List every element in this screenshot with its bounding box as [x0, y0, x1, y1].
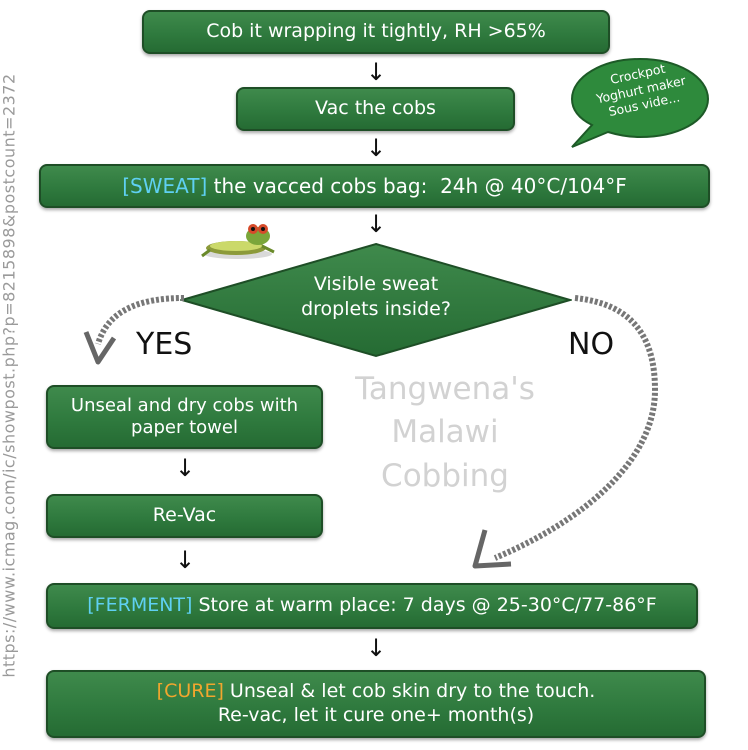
source-url-text: https://www.icmag.com/ic/showpost.php?p=…	[0, 72, 19, 678]
yes-label: YES	[136, 327, 193, 362]
sweat-tag: [SWEAT]	[122, 173, 208, 198]
center-watermark-line3: Cobbing	[381, 457, 509, 494]
step-vac-text: Vac the cobs	[315, 97, 436, 120]
step-vac: Vac the cobs	[236, 87, 515, 131]
frog-icon	[201, 224, 275, 259]
decision-line1: Visible sweat	[313, 273, 439, 295]
no-curved-arrow	[472, 295, 659, 569]
revac-text: Re-Vac	[152, 504, 217, 527]
arrow-down-icon: ↓	[365, 58, 387, 86]
center-watermark: Tangwena's Malawi Cobbing	[345, 368, 545, 498]
step-sweat: [SWEAT] the vacced cobs bag: 24h @ 40°C/…	[39, 164, 710, 208]
arrow-down-icon: ↓	[365, 134, 387, 162]
center-watermark-line1: Tangwena's	[355, 371, 535, 407]
decision-diamond	[180, 242, 572, 358]
arrow-down-icon: ↓	[174, 454, 196, 482]
cure-text1: Unseal & let cob skin dry to the touch.	[223, 680, 596, 703]
decision-text: Visible sweat droplets inside?	[276, 272, 476, 321]
cure-line1: [CURE] Unseal & let cob skin dry to the …	[157, 680, 596, 704]
step-unseal: Unseal and dry cobs with paper towel	[46, 385, 323, 449]
source-url-watermark: https://www.icmag.com/ic/showpost.php?p=…	[0, 0, 20, 750]
arrow-down-icon: ↓	[365, 634, 387, 662]
step-revac: Re-Vac	[46, 494, 323, 538]
step-cob: Cob it wrapping it tightly, RH >65%	[142, 10, 610, 54]
speech-bubble	[570, 57, 710, 148]
cure-line2: Re-vac, let it cure one+ month(s)	[217, 704, 535, 726]
ferment-tag: [FERMENT]	[87, 594, 193, 617]
step-ferment: [FERMENT] Store at warm place: 7 days @ …	[46, 583, 698, 629]
step-cure: [CURE] Unseal & let cob skin dry to the …	[46, 670, 706, 738]
decision-line2: droplets inside?	[301, 297, 451, 320]
arrow-down-icon: ↓	[174, 546, 196, 574]
no-label: NO	[568, 327, 615, 362]
unseal-line2: paper towel	[131, 417, 238, 438]
step-cob-text: Cob it wrapping it tightly, RH >65%	[206, 20, 546, 43]
cure-tag: [CURE]	[156, 680, 224, 703]
center-watermark-line2: Malawi	[391, 414, 499, 451]
sweat-text: the vacced cobs bag: 24h @ 40°C/104°F	[207, 173, 627, 198]
yes-curved-arrow	[83, 295, 185, 365]
arrow-down-icon: ↓	[365, 210, 387, 238]
unseal-line1: Unseal and dry cobs with	[70, 394, 299, 416]
ferment-text: Store at warm place: 7 days @ 25-30°C/77…	[192, 594, 657, 617]
